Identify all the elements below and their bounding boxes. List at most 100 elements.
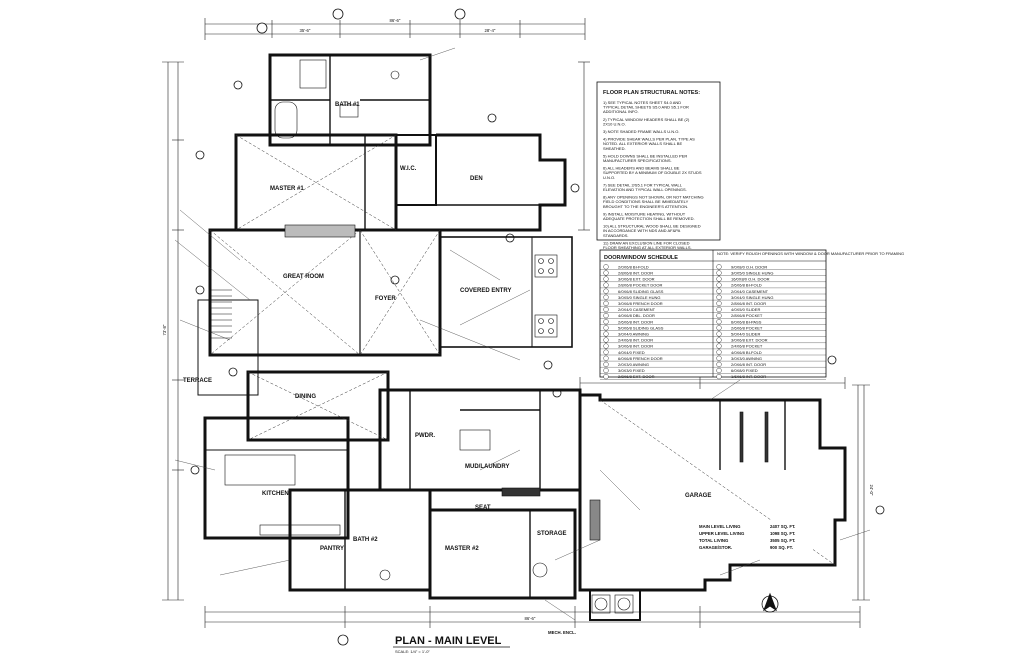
schedule-tag-icon <box>603 313 609 319</box>
room-label-storage: STORAGE <box>537 531 567 537</box>
room-label-covered-entry: COVERED ENTRY <box>460 288 511 294</box>
dim-right-garage: 24'-0" <box>869 485 874 496</box>
schedule-row: 3/0X5/0 SINGLE HUNG <box>731 271 773 276</box>
north-arrow-icon <box>761 592 779 613</box>
room-label-mech: MECH. ENCL. <box>548 630 576 635</box>
schedule-row: 2/8X6/8 INT. DOOR <box>618 271 653 276</box>
room-label-master1: MASTER #1 <box>270 186 304 192</box>
room-label-wic: W.I.C. <box>400 166 417 172</box>
schedule-tag-icon <box>716 337 722 343</box>
room-labels: MASTER #1 BATH #1 W.I.C. DEN GREAT ROOM … <box>183 102 711 635</box>
schedule-row: 4/0X6/8 BI-FOLD <box>731 350 762 355</box>
walls <box>197 53 847 621</box>
schedule-row: 3/0X5/0 SINGLE HUNG <box>618 295 660 300</box>
room-label-bath2: BATH #2 <box>353 537 378 543</box>
schedule-tag-icon <box>603 264 609 270</box>
room-label-kitchen: KITCHEN <box>262 491 289 497</box>
dim-top-overall: 86'-6" <box>390 18 401 23</box>
room-label-seat: SEAT <box>475 505 491 511</box>
schedule-tag-icon <box>716 264 722 270</box>
schedule-row: 2/0X3/0 AWNING <box>618 362 649 367</box>
schedule-row: 4/0X4/0 FIXED <box>618 350 645 355</box>
schedule-row: 3/0X6/8 FRENCH DOOR <box>618 301 663 306</box>
room-label-den: DEN <box>470 176 483 182</box>
room-label-dining: DINING <box>295 394 316 400</box>
schedule-tag-icon <box>603 349 609 355</box>
dim-top-left: 35'-6" <box>300 28 311 33</box>
room-label-bath1: BATH #1 <box>335 102 360 108</box>
schedule-tag-icon <box>716 331 722 337</box>
fixtures <box>224 59 769 614</box>
sheet-title-block: PLAN - MAIN LEVEL SCALE: 1/4" = 1'-0" <box>393 635 510 654</box>
room-label-garage: GARAGE <box>685 493 711 499</box>
schedule-row: 2/4X6/8 INT. DOOR <box>618 338 653 343</box>
schedule-note: NOTE: VERIFY ROUGH OPENINGS WITH WINDOW … <box>717 251 904 256</box>
schedule-row: 4/0X5/0 SLIDER <box>731 307 760 312</box>
schedule-row: 2/8X6/8 POCKET <box>731 313 763 318</box>
note-item: 3) NOTE SHADED FRAME WALLS U.N.O. <box>603 129 680 134</box>
schedule-tag-icon <box>716 319 722 325</box>
schedule-row: 2/8X6/8 INT. DOOR <box>731 301 766 306</box>
area-value: 2407 SQ. FT. <box>770 524 795 529</box>
note-item: 8) ANY OPENINGS NOT SHOWN, OR NOT MATCHI… <box>603 195 704 209</box>
note-item: 10) ALL STRUCTURAL WOOD SHALL BE DESIGNE… <box>603 224 701 238</box>
schedule-tag-icon <box>716 349 722 355</box>
room-label-pwdr: PWDR. <box>415 433 435 439</box>
schedule-tag-icon <box>603 361 609 368</box>
schedule-tag-icon <box>603 276 609 282</box>
schedule-tag-icon <box>603 306 609 313</box>
room-label-pantry: PANTRY <box>320 546 344 552</box>
schedule-tag-icon <box>716 325 722 331</box>
schedule-tag-icon <box>716 306 722 313</box>
schedule-row: 6/0X8/0 FIXED <box>731 368 758 373</box>
schedule-tag-icon <box>716 276 722 282</box>
schedule-row: 2/4X6/8 POCKET <box>731 344 763 349</box>
schedule-tag-icon <box>716 361 722 368</box>
schedule-tag-icon <box>603 270 609 276</box>
schedule-row: 5/0X4/0 SLIDER <box>731 332 760 337</box>
schedule-row: 3/0X3/0 FIXED <box>618 368 645 373</box>
structural-notes-panel: FLOOR PLAN STRUCTURAL NOTES: 1) SEE TYPI… <box>596 81 721 250</box>
room-label-terrace: TERRACE <box>183 378 212 384</box>
schedule-tag-icon <box>603 343 609 349</box>
schedule-row: 4/0X6/8 DBL. DOOR <box>618 313 655 318</box>
schedule-tag-icon <box>603 325 609 331</box>
area-label: MAIN LEVEL LIVING <box>699 524 741 529</box>
section-markers <box>190 8 885 646</box>
schedule-tag-icon <box>716 374 722 380</box>
schedule-tag-icon <box>716 282 722 288</box>
area-value: 900 SQ. FT. <box>770 545 793 550</box>
schedule-row: 3/0X3/0 AWNING <box>731 356 762 361</box>
schedule-title: DOOR/WINDOW SCHEDULE <box>604 255 678 261</box>
sheet-title: PLAN - MAIN LEVEL <box>395 635 502 647</box>
schedule-tag-icon <box>716 294 722 300</box>
schedule-tag-icon <box>603 294 609 300</box>
sheet-scale: SCALE: 1/4" = 1'-0" <box>395 649 430 654</box>
schedule-tag-icon <box>603 337 609 343</box>
schedule-tag-icon <box>603 282 609 288</box>
door-window-schedule: DOOR/WINDOW SCHEDULE NOTE: VERIFY ROUGH … <box>599 249 904 380</box>
area-label: TOTAL LIVING <box>699 538 729 543</box>
schedule-tag-icon <box>716 288 722 294</box>
schedule-tag-icon <box>603 374 609 380</box>
note-item: 2) TYPICAL WINDOW HEADERS SHALL BE (2)2X… <box>603 117 690 127</box>
area-value: 1098 SQ. FT. <box>770 531 795 536</box>
schedule-row: 2/6X6/8 BI-FOLD <box>731 283 762 288</box>
leader-lines <box>174 47 871 621</box>
room-label-great-room: GREAT ROOM <box>283 274 324 280</box>
schedule-row: 6/0X6/8 SLIDING GLASS <box>618 289 664 294</box>
schedule-row: 5/0X6/8 SLIDING GLASS <box>618 325 664 330</box>
room-label-foyer: FOYER <box>375 296 396 302</box>
dimension-lines <box>162 18 870 628</box>
